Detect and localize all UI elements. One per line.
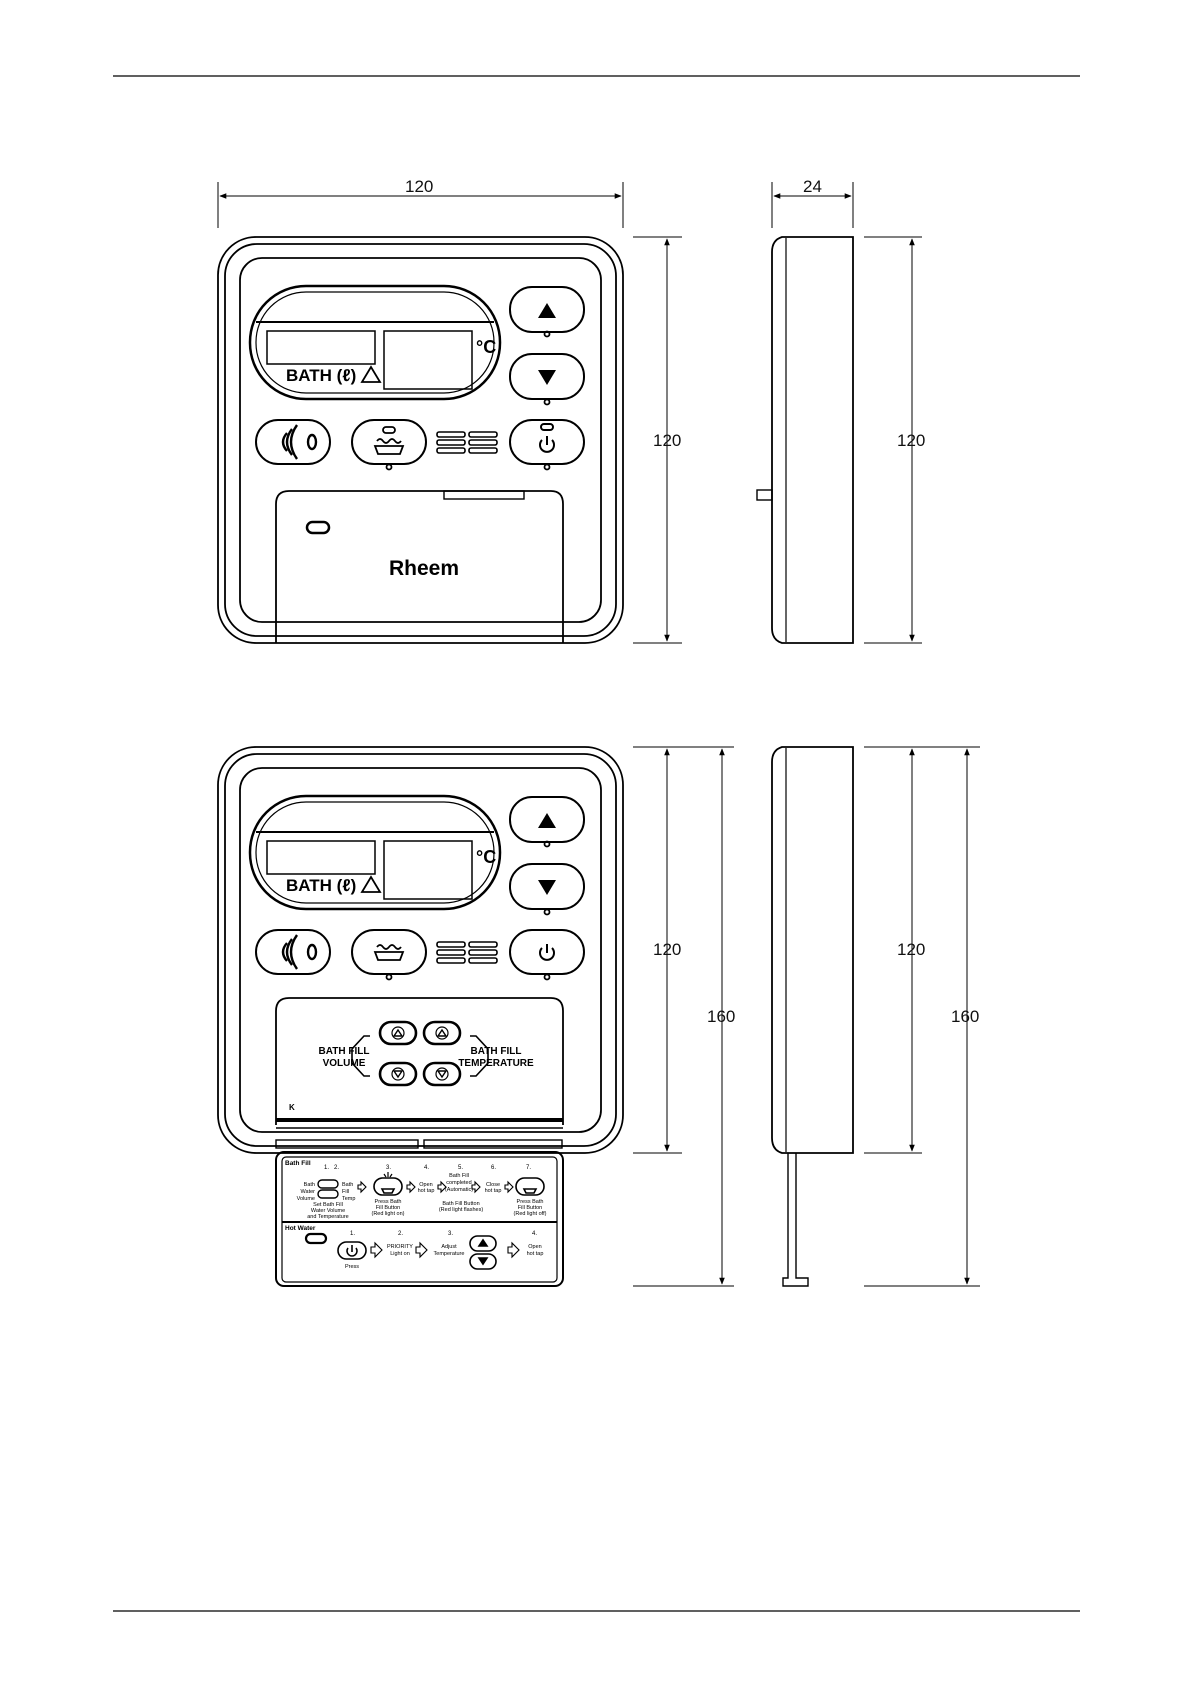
top-height-label: 120 — [653, 431, 681, 450]
bath-fill-temp-3: Temp — [342, 1196, 355, 1202]
bottom-up-arrow-icon — [538, 813, 556, 828]
step-3: 3. — [386, 1165, 391, 1171]
set-bath-fill-2: Water Volume — [311, 1208, 345, 1214]
top-depth-dimension — [771, 182, 854, 228]
bottom-side-total-dimension — [864, 746, 980, 1287]
hw-adjust-2: Temperature — [434, 1251, 465, 1257]
hw-step-3: 3. — [448, 1231, 453, 1237]
bottom-display-temp-unit: °C — [476, 847, 496, 867]
bath-fill-flashes-1: Bath Fill Button — [442, 1201, 479, 1207]
step-arrow-icons — [357, 1180, 520, 1259]
bottom-total-dimension — [633, 746, 734, 1287]
panel-arrow-icons — [392, 1028, 448, 1079]
bath-fill-title: Bath Fill — [285, 1160, 311, 1167]
hot-water-indicator — [304, 1232, 328, 1245]
bath-triangle-icon — [360, 365, 382, 383]
bath-fill-temp-2: Fill — [342, 1189, 349, 1195]
display-temp-unit: °C — [476, 337, 496, 357]
bath-water-volume-3: Volume — [297, 1196, 315, 1202]
hw-step-1: 1. — [350, 1231, 355, 1237]
top-height-dimension — [633, 236, 682, 644]
step-4: 4. — [424, 1165, 429, 1171]
up-arrow-icon — [538, 303, 556, 318]
close-hot-tap-1: Close — [486, 1182, 500, 1188]
hw-open-1: Open — [528, 1244, 541, 1250]
bottom-voice-icon — [281, 934, 318, 970]
bath-icon — [373, 426, 405, 455]
bath-fill-temp-label-1: BATH FILL — [471, 1046, 522, 1057]
top-side-height-label: 120 — [897, 431, 925, 450]
mini-power-button-icon — [337, 1241, 367, 1260]
step-7: 7. — [526, 1165, 531, 1171]
voice-icon — [281, 424, 318, 460]
top-side-height-dimension — [864, 236, 922, 644]
hot-water-title: Hot Water — [285, 1225, 316, 1232]
open-hot-tap-1: Open — [419, 1182, 432, 1188]
bottom-down-arrow-icon — [538, 880, 556, 895]
press-bath-fill-2: Fill Button — [376, 1205, 400, 1211]
mini-temp-buttons-icon — [469, 1235, 497, 1270]
bottom-side-upper-dimension — [864, 746, 922, 1154]
press-bath-fill-off-1: Press Bath — [517, 1199, 544, 1205]
bottom-display-bath-label: BATH (ℓ) — [286, 876, 356, 895]
open-hot-tap-2: hot tap — [418, 1188, 435, 1194]
press-bath-fill-off-2: Fill Button — [518, 1205, 542, 1211]
step-2: 2. — [334, 1165, 339, 1171]
bottom-total-label: 160 — [707, 1007, 735, 1026]
hw-adjust-1: Adjust — [441, 1244, 457, 1250]
bath-fill-temp-label-2: TEMPERATURE — [458, 1058, 534, 1069]
hw-priority-2: Light on — [390, 1251, 410, 1257]
power-icon — [539, 423, 555, 453]
step-1: 1. — [324, 1165, 329, 1171]
close-hot-tap-2: hot tap — [485, 1188, 502, 1194]
bottom-power-icon — [539, 944, 555, 961]
step-6: 6. — [491, 1165, 496, 1171]
bottom-front-view — [217, 746, 624, 1287]
mini-adjust-buttons — [317, 1179, 339, 1199]
step-5: 5. — [458, 1165, 463, 1171]
hw-open-2: hot tap — [527, 1251, 544, 1257]
down-arrow-icon — [538, 370, 556, 385]
instruction-card: Bath Fill 1. 2. 3. 4. 5. 6. 7. Bath Wate… — [285, 1160, 547, 1270]
hw-press: Press — [345, 1264, 359, 1270]
hw-step-2: 2. — [398, 1231, 403, 1237]
set-bath-fill-3: and Temperature — [307, 1214, 348, 1220]
press-bath-fill-3: (Red light on) — [371, 1211, 404, 1217]
panel-small-mark: K — [289, 1103, 295, 1112]
bottom-upper-label: 120 — [653, 940, 681, 959]
press-bath-fill-off-3: (Red light off) — [514, 1211, 547, 1217]
bath-fill-completed-3: (Automatic) — [445, 1187, 473, 1193]
top-depth-label: 24 — [803, 177, 822, 196]
hw-priority-1: PRIORITY — [387, 1244, 413, 1250]
bath-fill-volume-label-2: VOLUME — [323, 1058, 366, 1069]
display-bath-label: BATH (ℓ) — [286, 366, 356, 385]
press-bath-fill-1: Press Bath — [375, 1199, 402, 1205]
bottom-bath-icon — [373, 944, 405, 961]
bath-water-volume-1: Bath — [304, 1182, 315, 1188]
bottom-side-upper-label: 120 — [897, 940, 925, 959]
bath-fill-completed-1: Bath Fill — [449, 1173, 469, 1179]
brand-logo: Rheem — [389, 557, 459, 580]
top-width-dimension — [217, 182, 624, 228]
mini-bath-button-icon — [373, 1172, 545, 1196]
bottom-side-total-label: 160 — [951, 1007, 979, 1026]
bottom-upper-dimension — [633, 746, 682, 1154]
bath-fill-temp-1: Bath — [342, 1182, 353, 1188]
top-side-view — [756, 236, 854, 644]
hw-step-4: 4. — [532, 1231, 537, 1237]
bath-water-volume-2: Water — [301, 1189, 316, 1195]
bottom-side-view — [771, 746, 854, 1287]
set-bath-fill-1: Set Bath Fill — [313, 1202, 343, 1208]
bath-fill-flashes-2: (Red light flashes) — [439, 1207, 483, 1213]
top-front-view — [217, 236, 624, 644]
bath-fill-completed-2: completed — [446, 1180, 471, 1186]
bottom-bath-triangle-icon — [360, 875, 382, 893]
bath-fill-volume-label-1: BATH FILL — [319, 1046, 370, 1057]
top-width-label: 120 — [405, 177, 433, 196]
